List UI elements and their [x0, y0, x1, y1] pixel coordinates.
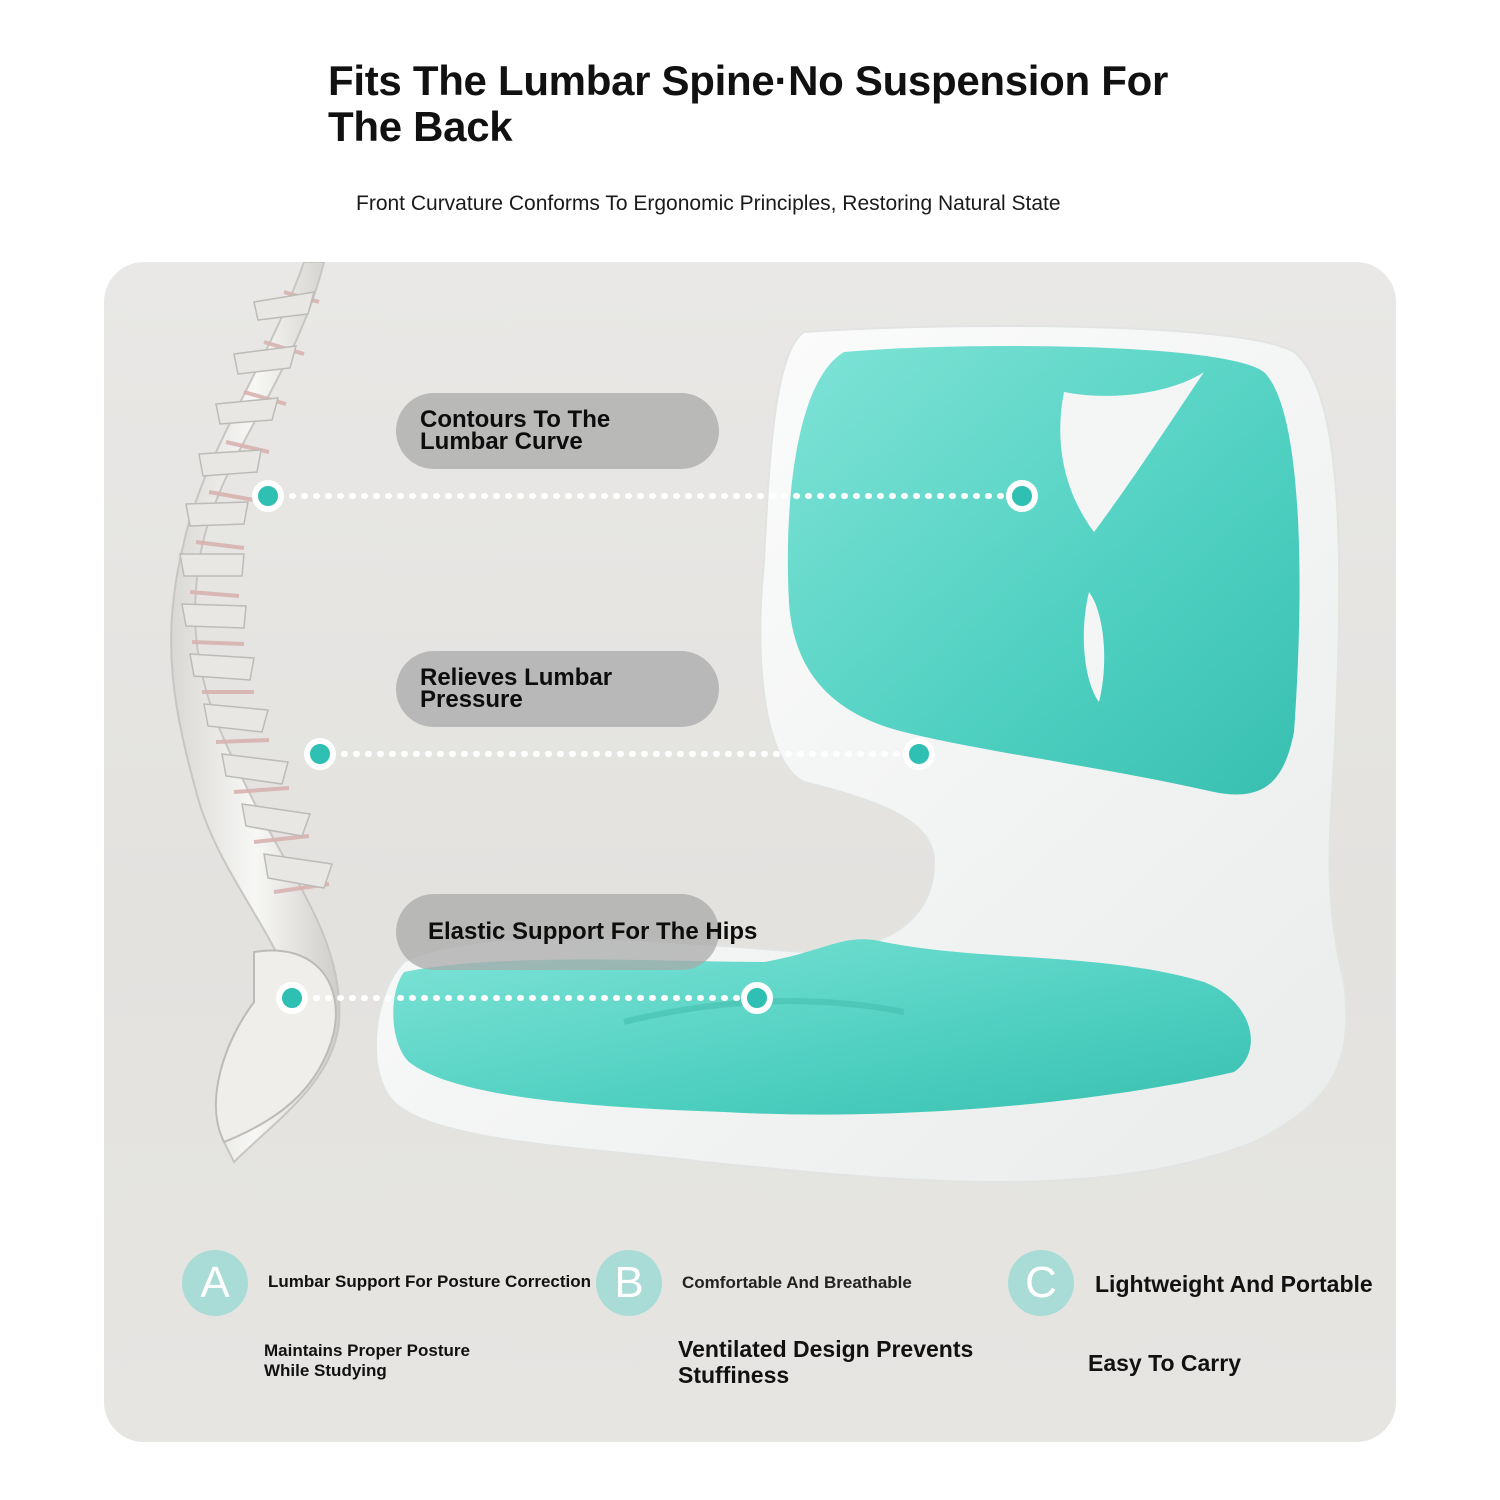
marker-dot	[276, 982, 308, 1014]
marker-dot	[304, 738, 336, 770]
marker-dot	[741, 982, 773, 1014]
feature-c-badge: C	[1008, 1250, 1074, 1316]
product-panel: Contours To The Lumbar Curve Relieves Lu…	[104, 262, 1396, 1442]
spine-image	[170, 262, 341, 1164]
feature-b-desc: Ventilated Design Prevents Stuffiness	[678, 1336, 974, 1388]
connector-lines	[265, 493, 1025, 1001]
callout-lumbar-pressure: Relieves Lumbar Pressure	[396, 651, 719, 727]
feature-c-title: Lightweight And Portable	[1095, 1271, 1373, 1297]
connector-dots	[252, 480, 1038, 1014]
feature-a-title: Lumbar Support For Posture Correction	[268, 1272, 592, 1291]
callout-label: Relieves Lumbar Pressure	[420, 664, 613, 713]
product-illustration	[170, 262, 1348, 1183]
feature-c-desc: Easy To Carry	[1088, 1350, 1241, 1376]
callout-hip-support: Elastic Support For The Hips	[396, 894, 757, 970]
marker-dot	[1006, 480, 1038, 512]
page-subtitle: Front Curvature Conforms To Ergonomic Pr…	[356, 192, 1061, 215]
feature-a-badge: A	[182, 1250, 248, 1316]
feature-a-desc: Maintains Proper Posture While Studying	[264, 1341, 470, 1380]
feature-b-badge: B	[596, 1250, 662, 1316]
callout-label: Contours To The Lumbar Curve	[420, 406, 611, 455]
feature-b-title: Comfortable And Breathable	[682, 1273, 912, 1292]
page-title: Fits The Lumbar Spine·No Suspension For …	[328, 57, 1169, 150]
callout-lumbar-curve: Contours To The Lumbar Curve	[396, 393, 719, 469]
callout-label: Elastic Support For The Hips	[428, 918, 758, 945]
marker-dot	[252, 480, 284, 512]
marker-dot	[903, 738, 935, 770]
